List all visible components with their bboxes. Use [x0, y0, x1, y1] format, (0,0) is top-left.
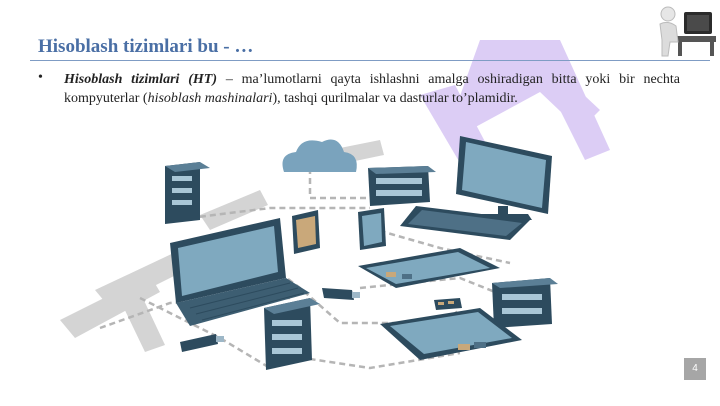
- tablet-middle: [358, 248, 500, 288]
- usb-stick: [322, 288, 360, 300]
- server-tower-left: [165, 162, 210, 224]
- laptop: [170, 218, 310, 326]
- term-bold: Hisoblash tizimlari (HT): [64, 72, 217, 87]
- definition-paragraph: Hisoblash tizimlari (HT) – ma’lumotlarni…: [64, 70, 680, 108]
- person-at-computer-icon: [659, 6, 716, 57]
- bullet-marker: •: [38, 70, 43, 85]
- phone-right: [358, 208, 386, 250]
- calculator: [434, 298, 462, 310]
- definition-text-1: – ma’lumotlarni qayta ishlashni amalga o…: [64, 72, 680, 106]
- slide-title: Hisoblash tizimlari bu - …: [38, 36, 254, 57]
- page-number: 4: [684, 358, 706, 380]
- term-italic: hisoblash mashinalari: [147, 91, 273, 106]
- keyboard: [400, 206, 530, 240]
- cloud-icon: [282, 139, 357, 172]
- title-divider: [30, 60, 710, 61]
- server-rack-right: [492, 278, 558, 328]
- desktop-monitor: [456, 136, 552, 220]
- definition-text-2: ), tashqi qurilmalar va dasturlar to’pla…: [272, 91, 518, 106]
- server-rack-top: [368, 166, 436, 206]
- usb-stick-small: [180, 334, 224, 352]
- phone-left: [292, 210, 320, 254]
- device-network-illustration: [99, 136, 558, 370]
- server-tower-bottom: [264, 298, 320, 370]
- tablet-bottom: [380, 308, 522, 360]
